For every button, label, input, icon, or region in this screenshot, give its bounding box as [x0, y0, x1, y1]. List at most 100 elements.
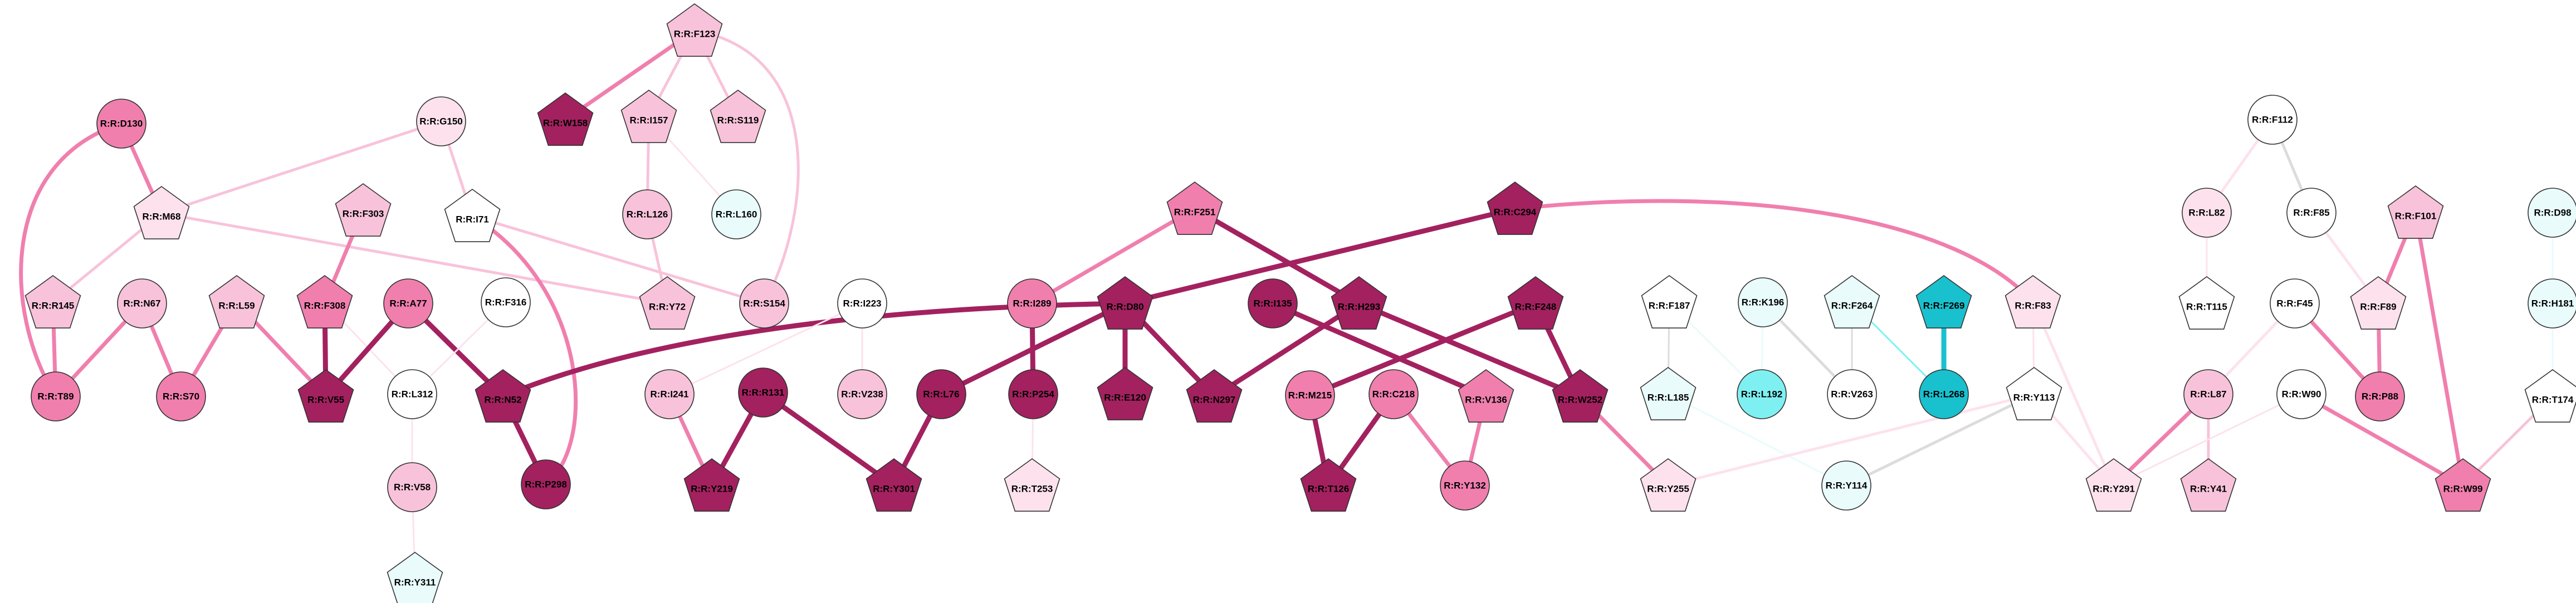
node-label-r131: R:R:R131 — [742, 388, 785, 398]
node-w158[interactable]: R:R:W158 — [537, 92, 594, 146]
node-label-i71: R:R:I71 — [456, 214, 489, 225]
node-l160[interactable]: R:R:L160 — [711, 189, 761, 239]
node-f308[interactable]: R:R:F308 — [296, 275, 353, 329]
node-s70[interactable]: R:R:S70 — [156, 371, 206, 421]
node-c294[interactable]: R:R:C294 — [1487, 182, 1543, 235]
node-d98[interactable]: R:R:D98 — [2528, 188, 2576, 238]
node-t89[interactable]: R:R:T89 — [31, 371, 81, 421]
node-l312[interactable]: R:R:L312 — [387, 369, 437, 419]
node-f85[interactable]: R:R:F85 — [2286, 188, 2337, 238]
node-shape-f316 — [481, 277, 531, 327]
node-l76[interactable]: R:R:L76 — [916, 369, 966, 419]
node-y132[interactable]: R:R:Y132 — [1440, 460, 1490, 511]
node-y72[interactable]: R:R:Y72 — [639, 276, 696, 330]
node-label-p254: R:R:P254 — [1012, 389, 1054, 400]
node-n297[interactable]: R:R:N297 — [1186, 369, 1243, 423]
edge-w90-w99 — [2299, 392, 2465, 488]
node-shape-f264 — [1824, 275, 1880, 329]
node-i157[interactable]: R:R:I157 — [620, 90, 677, 143]
node-label-d130: R:R:D130 — [100, 119, 143, 129]
node-r131[interactable]: R:R:R131 — [738, 367, 788, 418]
node-f248[interactable]: R:R:F248 — [1507, 276, 1564, 330]
node-d130[interactable]: R:R:D130 — [96, 99, 146, 149]
node-f269[interactable]: R:R:F269 — [1915, 275, 1972, 329]
node-i289[interactable]: R:R:I289 — [1007, 278, 1057, 329]
node-f316[interactable]: R:R:F316 — [481, 277, 531, 327]
node-f187[interactable]: R:R:F187 — [1641, 275, 1698, 329]
node-y219[interactable]: R:R:Y219 — [683, 458, 740, 512]
node-f101[interactable]: R:R:F101 — [2387, 185, 2444, 239]
node-p88[interactable]: R:R:P88 — [2355, 371, 2405, 421]
node-f303[interactable]: R:R:F303 — [335, 183, 392, 237]
node-d80[interactable]: R:R:D80 — [1097, 276, 1153, 330]
node-l59[interactable]: R:R:L59 — [208, 275, 265, 329]
node-f83[interactable]: R:R:F83 — [2005, 275, 2061, 329]
node-shape-i135 — [1248, 278, 1298, 329]
node-i223[interactable]: R:R:I223 — [837, 278, 887, 329]
node-w90[interactable]: R:R:W90 — [2276, 369, 2326, 419]
node-label-f83: R:R:F83 — [2015, 301, 2051, 311]
node-t174[interactable]: R:R:T174 — [2524, 369, 2576, 423]
node-y114[interactable]: R:R:Y114 — [1821, 460, 1871, 511]
node-shape-f45 — [2270, 278, 2320, 329]
node-p298[interactable]: R:R:P298 — [521, 459, 571, 509]
node-f112[interactable]: R:R:F112 — [2247, 95, 2298, 145]
node-l87[interactable]: R:R:L87 — [2183, 369, 2233, 419]
node-v238[interactable]: R:R:V238 — [837, 369, 887, 419]
node-l185[interactable]: R:R:L185 — [1640, 367, 1697, 420]
node-v263[interactable]: R:R:V263 — [1827, 369, 1877, 419]
node-i135[interactable]: R:R:I135 — [1248, 278, 1298, 329]
node-label-n67: R:R:N67 — [123, 298, 160, 309]
node-s154[interactable]: R:R:S154 — [739, 278, 789, 329]
node-g150[interactable]: R:R:G150 — [416, 96, 466, 146]
node-label-y301: R:R:Y301 — [873, 484, 915, 494]
node-f89[interactable]: R:R:F89 — [2350, 276, 2407, 330]
node-w99[interactable]: R:R:W99 — [2435, 458, 2491, 512]
node-shape-m68 — [133, 186, 190, 239]
edge-f83-y291 — [2031, 301, 2115, 487]
node-w252[interactable]: R:R:W252 — [1552, 369, 1609, 423]
node-m68[interactable]: R:R:M68 — [133, 186, 190, 239]
node-t253[interactable]: R:R:T253 — [1004, 458, 1060, 512]
node-shape-v238 — [837, 369, 887, 419]
node-s119[interactable]: R:R:S119 — [710, 90, 766, 143]
edge-l185-y114 — [1667, 393, 1847, 487]
node-f123[interactable]: R:R:F123 — [666, 3, 723, 57]
node-l192[interactable]: R:R:L192 — [1737, 369, 1787, 419]
node-label-y311: R:R:Y311 — [394, 577, 436, 588]
node-l126[interactable]: R:R:L126 — [622, 189, 672, 239]
node-e120[interactable]: R:R:E120 — [1097, 367, 1153, 420]
node-m215[interactable]: R:R:M215 — [1285, 370, 1335, 420]
node-h181[interactable]: R:R:H181 — [2528, 278, 2576, 329]
node-label-f251: R:R:F251 — [1174, 207, 1216, 218]
node-n52[interactable]: R:R:N52 — [475, 369, 531, 423]
node-p254[interactable]: R:R:P254 — [1008, 369, 1058, 419]
node-v136[interactable]: R:R:V136 — [1458, 369, 1514, 423]
node-f264[interactable]: R:R:F264 — [1824, 275, 1880, 329]
node-y301[interactable]: R:R:Y301 — [866, 458, 922, 512]
node-label-t115: R:R:T115 — [2186, 302, 2227, 312]
node-k196[interactable]: R:R:K196 — [1738, 277, 1788, 327]
node-f45[interactable]: R:R:F45 — [2270, 278, 2320, 329]
node-f251[interactable]: R:R:F251 — [1166, 182, 1223, 235]
node-y311[interactable]: R:R:Y311 — [387, 552, 443, 603]
node-shape-f303 — [335, 183, 392, 237]
node-r145[interactable]: R:R:R145 — [25, 275, 81, 329]
node-y255[interactable]: R:R:Y255 — [1640, 458, 1697, 512]
node-i241[interactable]: R:R:I241 — [644, 369, 695, 419]
node-y41[interactable]: R:R:Y41 — [2180, 458, 2237, 512]
node-t115[interactable]: R:R:T115 — [2178, 276, 2235, 330]
node-y113[interactable]: R:R:Y113 — [2006, 367, 2062, 420]
node-c218[interactable]: R:R:C218 — [1368, 369, 1419, 419]
node-n67[interactable]: R:R:N67 — [117, 278, 167, 329]
node-l82[interactable]: R:R:L82 — [2182, 188, 2232, 238]
node-t126[interactable]: R:R:T126 — [1300, 458, 1357, 512]
node-l268[interactable]: R:R:L268 — [1919, 369, 1969, 419]
node-a77[interactable]: R:R:A77 — [383, 278, 433, 329]
node-v55[interactable]: R:R:V55 — [297, 369, 354, 423]
node-v58[interactable]: R:R:V58 — [387, 462, 437, 512]
node-i71[interactable]: R:R:I71 — [444, 189, 501, 242]
node-y291[interactable]: R:R:Y291 — [2085, 458, 2142, 512]
node-h293[interactable]: R:R:H293 — [1331, 276, 1387, 330]
node-label-h293: R:R:H293 — [1338, 302, 1381, 312]
